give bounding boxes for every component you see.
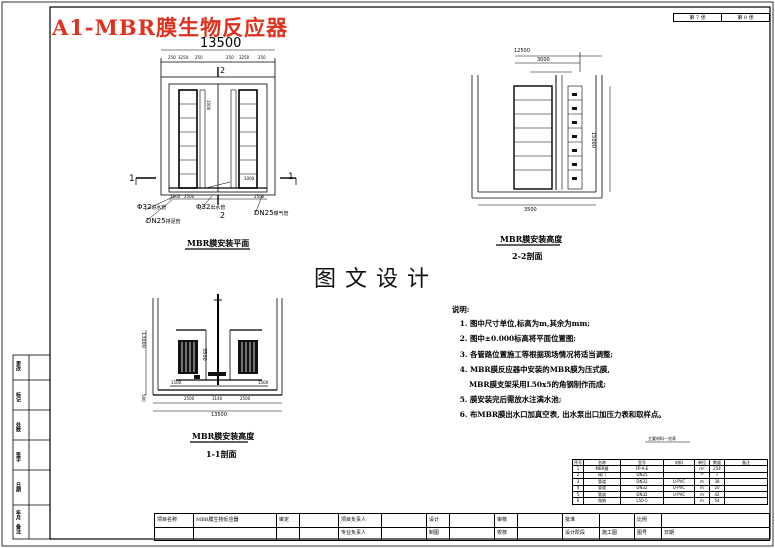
section22-right-dim: 15000 xyxy=(590,132,596,148)
page-total: 第 8 张 xyxy=(721,13,770,22)
plan-top-dim-5: 250 xyxy=(258,55,266,60)
draw-label: 制图 xyxy=(426,526,450,541)
plan-bottom-dim-1: 2500 xyxy=(184,194,195,199)
design-watermark: 图文设计 xyxy=(314,267,439,292)
note-item: 图中±0.000标高将平面位置图; xyxy=(470,333,666,344)
plan-top-dim-4: 3250 xyxy=(239,55,250,60)
notes-block: 说明: 图中尺寸单位,标高为m,其余为mm; 图中±0.000标高将平面位置图;… xyxy=(452,304,666,425)
plan-bottom-dim-2: 2500 xyxy=(254,194,265,199)
check-label: 审核 xyxy=(494,513,518,528)
note-item: 各管路位置施工等根据现场情况将适当调整; xyxy=(470,349,666,360)
bom-caption: 主要材料一览表 xyxy=(648,436,676,441)
left-strip-label: 更改 xyxy=(15,361,21,371)
section11-caption: MBR膜安装高度 xyxy=(192,431,255,441)
drawing-no-label: 图号 xyxy=(634,526,662,541)
project-lead-label: 项目负责人 xyxy=(338,513,382,528)
section-2-2 xyxy=(471,52,611,246)
pipe-label-mid: Φ32出水管 xyxy=(196,203,226,211)
plan-section-marker-bottom: 2 xyxy=(220,211,226,220)
table-header-row: 序号 名称 型号 材料 单位 数量 备注 xyxy=(572,458,768,467)
section-1-1 xyxy=(145,294,283,443)
project-value: MBR膜生物反应器 xyxy=(193,513,277,528)
design-stage-value: 施工图 xyxy=(599,526,635,541)
plan-left-marker: 1 xyxy=(129,174,135,184)
plan-top-dim-0: 250 xyxy=(168,55,176,60)
membrane-module-right xyxy=(238,89,258,189)
left-strip-label: 年月 xyxy=(15,510,21,520)
plan-right-marker: 1 xyxy=(288,172,294,182)
note-item-sub: MBR膜支架采用L50x5的角钢制作而成; xyxy=(469,379,607,389)
section11-module-dim: 3500 xyxy=(201,348,207,361)
dn-label-right: DN25曝气管 xyxy=(254,209,289,217)
section11-total-dim: 13500 xyxy=(211,412,227,418)
membrane-rack-2-2 xyxy=(513,85,553,190)
section22-caption: MBR膜安装高度 xyxy=(500,234,563,244)
section11-bottom-dim-1: 2500 xyxy=(184,396,195,401)
page-current: 第 7 张 xyxy=(673,13,722,22)
note-item: 膜安装完后需放水注满水池; xyxy=(470,394,666,405)
plan-top-dim-2: 250 xyxy=(195,55,203,60)
design-stage-label: 设计阶段 xyxy=(562,526,600,541)
dn-label-left: DN25排泥管 xyxy=(146,217,181,225)
plan-inner-label-left: 1000 xyxy=(206,100,211,111)
plan-inner-label-right: 1000 xyxy=(244,176,255,181)
plan-top-dim-1: 3250 xyxy=(178,55,189,60)
membrane-module-left xyxy=(178,89,198,189)
page-indicator: 第 7 张 第 8 张 xyxy=(673,13,770,22)
plan-overall-width: 13500 xyxy=(200,36,242,51)
design-label: 设计 xyxy=(426,513,450,528)
discipline-lead-label: 专业负责人 xyxy=(338,526,382,541)
section11-bottom-dim-0: 1500 xyxy=(171,380,182,385)
section11-base-dim: 500 xyxy=(141,394,146,402)
project-label: 项目名称 xyxy=(154,513,194,528)
note-item: MBR膜反应器中安装的MBR膜为压式膜,MBR膜支架采用L50x5的角钢制作而成… xyxy=(469,364,666,390)
section11-bottom-dim-3: 2500 xyxy=(240,396,251,401)
plan-view xyxy=(135,49,297,250)
left-strip-label: 标记 xyxy=(15,392,21,402)
plan-top-dim-3: 250 xyxy=(226,55,234,60)
plan-section-marker-top: 2 xyxy=(220,66,226,75)
left-strip-label: 签字 xyxy=(15,452,21,462)
section11-bottom-dim-4: 1500 xyxy=(258,380,269,385)
section11-bottom-dim-2: 3140 xyxy=(212,396,223,401)
date-label: 日期 xyxy=(661,526,770,541)
note-item: 图中尺寸单位,标高为m,其余为mm; xyxy=(470,318,666,329)
membrane-block-right-1-1 xyxy=(238,340,258,374)
approve-label: 批准 xyxy=(562,513,600,528)
title-block: 项目名称 MBR膜生物反应器 审定 项目负责人 设计 审核 批准 比例 专业负责… xyxy=(50,513,770,541)
pipe-label-left: Φ32进水管 xyxy=(137,203,167,211)
notes-list: 图中尺寸单位,标高为m,其余为mm; 图中±0.000标高将平面位置图; 各管路… xyxy=(452,318,666,420)
section22-top-dim: 12500 xyxy=(514,48,530,54)
table-header: 备注 xyxy=(724,458,768,467)
drawing-title: A1-MBR膜生物反应器 xyxy=(52,15,289,40)
section11-left-dim: 13000 xyxy=(140,332,146,348)
note-item: 布MBR膜出水口加真空表, 出水泵出口加压力表和取样点。 xyxy=(470,409,666,420)
left-strip-label: 日期 xyxy=(15,482,21,492)
notes-heading: 说明: xyxy=(452,305,470,314)
review-label: 校核 xyxy=(494,526,518,541)
section22-inner-dim: 3000 xyxy=(537,57,550,63)
audit-label: 审定 xyxy=(276,513,300,528)
section22-subcaption: 2-2剖面 xyxy=(512,251,543,261)
scale-label: 比例 xyxy=(634,513,662,528)
left-strip-grid xyxy=(12,354,51,540)
section11-subcaption: 1-1剖面 xyxy=(206,449,237,459)
left-strip-label: 处数 xyxy=(15,422,21,432)
left-strip-label: 备注 xyxy=(15,524,21,534)
plan-bottom-dim-0: 1000 xyxy=(170,194,181,199)
section22-bottom-dim: 3500 xyxy=(524,207,537,213)
plan-caption: MBR膜安装平面 xyxy=(187,238,250,248)
membrane-block-left-1-1 xyxy=(178,340,198,374)
